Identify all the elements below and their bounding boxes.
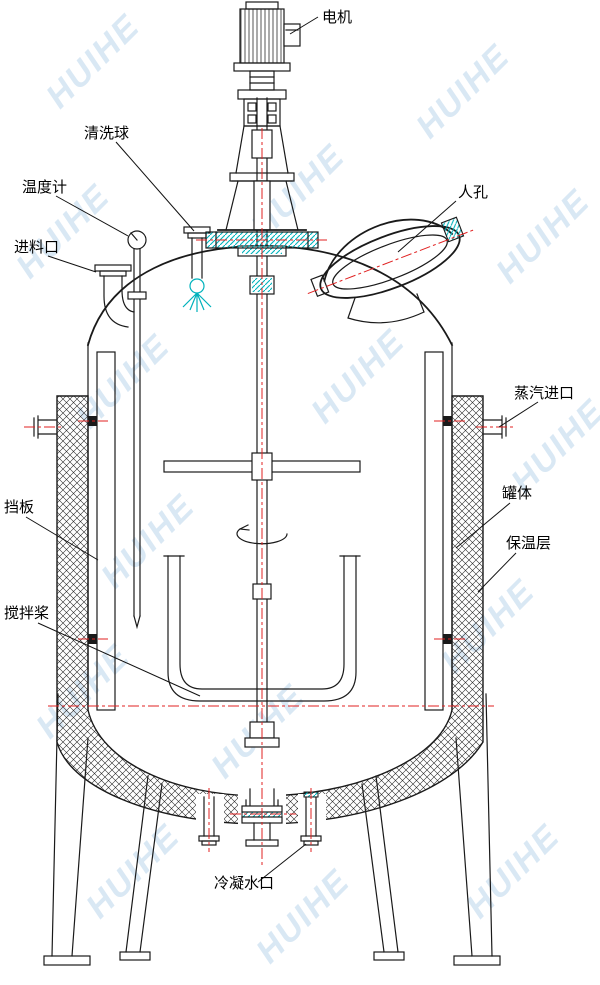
thermometer-probe	[127, 230, 147, 630]
manhole-cover	[307, 216, 477, 324]
leader-cleaning-ball	[115, 141, 195, 232]
watermark: HUIHE	[434, 572, 543, 681]
leader-thermometer	[55, 195, 129, 237]
steam-nozzle-right	[482, 415, 507, 439]
feed-inlet-pipe	[94, 264, 135, 328]
baffle-plates	[88, 351, 452, 711]
watermark: HUIHE	[79, 817, 188, 926]
watermark: HUIHE	[304, 322, 413, 431]
steam-nozzle-left	[33, 415, 58, 439]
watermark: HUIHE	[409, 37, 518, 146]
motor-body	[239, 8, 285, 64]
labels: 电机 清洗球 温度计 进料口 人孔 蒸汽进口 罐体 保温层 挡板 搅拌桨 冷凝水…	[4, 9, 574, 892]
leader-manhole	[397, 200, 457, 253]
label-motor: 电机	[322, 9, 352, 26]
leader-condensate	[257, 843, 307, 883]
label-insulation: 保温层	[506, 535, 551, 552]
label-cleaning-ball: 清洗球	[84, 125, 129, 142]
centerlines	[24, 128, 514, 866]
label-steam-inlet: 蒸汽进口	[514, 385, 574, 402]
label-baffle: 挡板	[4, 498, 34, 516]
watermark: HUIHE	[94, 487, 203, 596]
watermark: HUIHE	[459, 817, 568, 926]
rotation-indicator	[236, 524, 288, 545]
insulation-jacket	[56, 395, 484, 825]
leader-insulation	[477, 552, 517, 593]
leader-agitator	[37, 622, 201, 697]
leader-feed-inlet	[47, 255, 97, 273]
terminal-box	[283, 23, 301, 47]
label-feed-inlet: 进料口	[14, 239, 59, 256]
watermark: HUIHE	[39, 7, 148, 116]
label-condensate-outlet: 冷凝水口	[214, 875, 274, 892]
leader-lines	[25, 16, 539, 883]
label-manhole: 人孔	[458, 184, 488, 201]
watermark: HUIHE	[489, 182, 598, 291]
label-thermometer: 温度计	[22, 179, 67, 196]
leader-steam-inlet	[498, 401, 539, 428]
leader-motor	[289, 16, 319, 35]
label-tank-body: 罐体	[502, 485, 532, 502]
cleaning-ball	[182, 226, 212, 312]
leader-baffle	[25, 516, 99, 561]
label-agitator: 搅拌桨	[4, 605, 49, 622]
leader-tank-body	[455, 502, 511, 549]
manhole-davit-arm	[323, 218, 454, 282]
